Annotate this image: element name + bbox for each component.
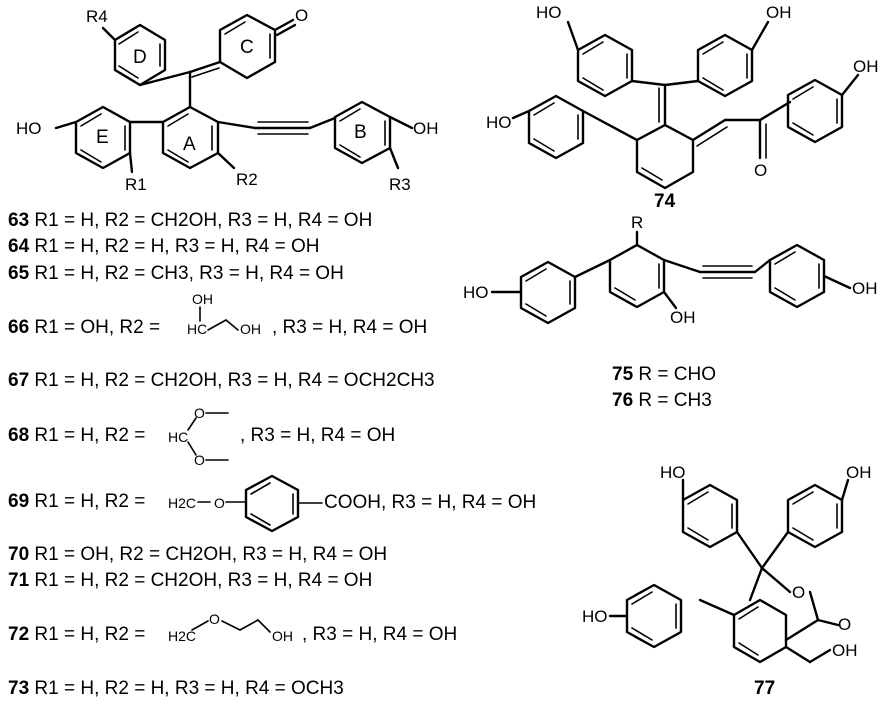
svg-text:HO: HO	[536, 3, 562, 22]
r4-label: R4	[86, 7, 108, 26]
svg-text:HO: HO	[463, 283, 489, 302]
svg-text:, R3 = H, R4 = OH: , R3 = H, R4 = OH	[240, 425, 395, 446]
svg-text:HO: HO	[660, 463, 686, 482]
r2-label: R2	[236, 170, 258, 189]
svg-text:O: O	[838, 615, 851, 634]
svg-text:OH: OH	[832, 641, 858, 660]
svg-text:HO: HO	[582, 607, 608, 626]
svg-text:O: O	[209, 611, 220, 627]
compound-row: 63 R1 = H, R2 = CH2OH, R3 = H, R4 = OH	[8, 210, 372, 231]
svg-text:OH: OH	[192, 291, 213, 307]
svg-text:OH: OH	[240, 321, 261, 337]
compound-row: 72 R1 = H, R2 =	[8, 624, 145, 645]
ring-label-e: E	[96, 127, 109, 148]
compound-row: 67 R1 = H, R2 = CH2OH, R3 = H, R4 = OCH2…	[8, 370, 435, 391]
svg-text:, R3 = H, R4 = OH: , R3 = H, R4 = OH	[272, 317, 427, 338]
methide-bond-c	[188, 60, 222, 74]
generic-structure: R4 O HO OH R1 R2 R3 D C A E B	[16, 6, 439, 194]
ring-label-b: B	[354, 122, 367, 143]
svg-text:O: O	[792, 583, 805, 602]
methide-bond-d	[138, 70, 192, 87]
svg-text:HC: HC	[187, 321, 207, 337]
fragment-68: HC O O	[168, 405, 229, 468]
compound-row: 66 R1 = OH, R2 =	[8, 317, 160, 338]
compound-row: 65 R1 = H, R2 = CH3, R3 = H, R4 = OH	[8, 263, 344, 284]
compound-list: 63 R1 = H, R2 = CH2OH, R3 = H, R4 = OH 6…	[8, 210, 536, 699]
svg-text:R: R	[631, 213, 643, 232]
svg-text:OH: OH	[846, 463, 872, 482]
svg-text:O: O	[754, 161, 767, 180]
svg-text:OH: OH	[853, 57, 879, 76]
compound-74: HO OH HO OH O 74	[486, 3, 879, 212]
svg-text:HC: HC	[168, 429, 188, 445]
compound-77: HO OH O O HO OH 77	[582, 463, 872, 699]
label-74: 74	[654, 191, 676, 212]
svg-text:O: O	[194, 452, 205, 468]
compound-row: 69 R1 = H, R2 =	[8, 491, 145, 512]
svg-text:O: O	[214, 495, 225, 511]
svg-text:H2C: H2C	[168, 495, 196, 511]
r3-label: R3	[389, 175, 411, 194]
svg-text:, R3 = H, R4 = OH: , R3 = H, R4 = OH	[302, 624, 457, 645]
fragment-69: H2C O	[168, 474, 323, 533]
svg-text:OH: OH	[766, 3, 792, 22]
label-76: 76 R = CH3	[612, 390, 712, 411]
hydroxyl-e: HO	[16, 119, 42, 138]
ring-label-c: C	[240, 37, 254, 58]
compound-row: 64 R1 = H, R2 = H, R3 = H, R4 = OH	[8, 236, 320, 257]
fragment-72: H2C O OH	[168, 611, 293, 644]
svg-text:H2C: H2C	[168, 628, 196, 644]
compound-row: 70 R1 = OH, R2 = CH2OH, R3 = H, R4 = OH	[8, 544, 387, 565]
hydroxyl-b: OH	[413, 119, 439, 138]
svg-text:HO: HO	[486, 113, 512, 132]
fragment-66: HC OH OH	[187, 291, 261, 337]
compound-row: 73 R1 = H, R2 = H, R3 = H, R4 = OCH3	[8, 678, 344, 699]
compound-row: 71 R1 = H, R2 = CH2OH, R3 = H, R4 = OH	[8, 570, 372, 591]
compound-75-76: R HO OH OH 75 R = CHO 76 R = CH3	[463, 213, 878, 411]
svg-text:OH: OH	[670, 308, 696, 327]
r1-label: R1	[125, 175, 147, 194]
svg-text:O: O	[194, 405, 205, 421]
ring-label-a: A	[183, 134, 196, 155]
svg-text:OH: OH	[272, 628, 293, 644]
svg-text:OH: OH	[852, 279, 878, 298]
svg-text:COOH, R3 = H, R4 = OH: COOH, R3 = H, R4 = OH	[324, 492, 536, 513]
label-75: 75 R = CHO	[612, 364, 716, 385]
oxo-oxygen: O	[295, 6, 308, 25]
compound-row: 68 R1 = H, R2 =	[8, 425, 145, 446]
label-77: 77	[754, 678, 775, 699]
ring-label-d: D	[133, 47, 147, 68]
